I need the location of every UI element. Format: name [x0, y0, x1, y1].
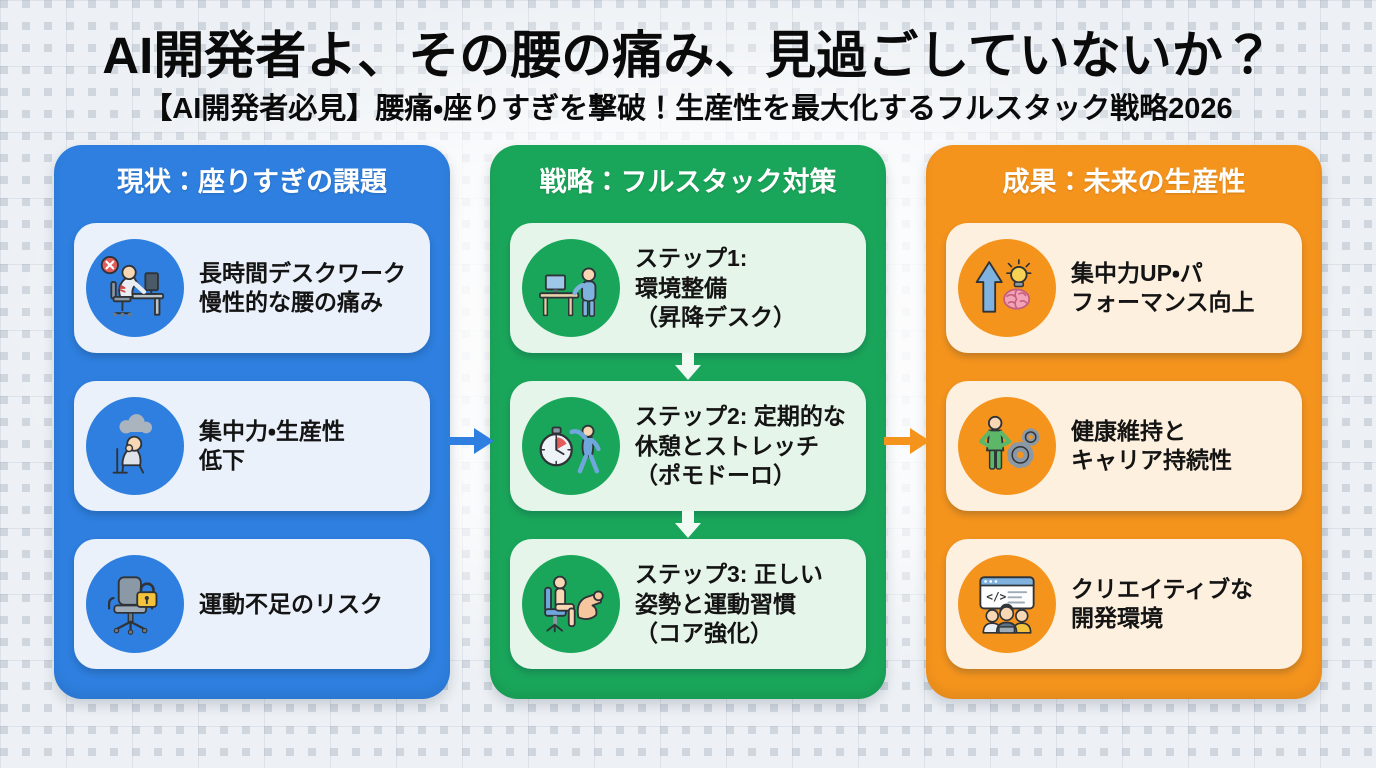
desk-worker-pain-icon — [86, 239, 184, 338]
column-header: 成果：未来の生産性 — [1002, 166, 1246, 197]
fatigue-cloud-icon — [86, 397, 184, 496]
right-arrow-icon-blue — [448, 426, 494, 456]
card-text: 運動不足のリスク — [199, 590, 383, 617]
card-text: ステップ1: 環境整備 （昇降デスク） — [635, 245, 796, 331]
list-item: </> クリエイティブな 開発環境 — [946, 539, 1302, 670]
column-current-problems: 現状：座りすぎの課題 — [54, 144, 450, 699]
down-arrow-icon — [510, 511, 866, 539]
column-header: 戦略：フルスタック対策 — [539, 166, 837, 197]
list-item: 健康維持と キャリア持続性 — [946, 381, 1302, 512]
focus-up-brain-icon — [958, 239, 1056, 338]
down-arrow-icon — [510, 353, 866, 381]
card-text: 健康維持と キャリア持続性 — [1071, 417, 1232, 474]
column-header: 現状：座りすぎの課題 — [117, 166, 387, 197]
card-text: ステップ2: 定期的な 休憩とストレッチ （ポモドーロ） — [635, 403, 846, 489]
page-subtitle: 【AI開発者必見】腰痛・座りすぎを撃破！生産性を最大化するフルスタック戦略202… — [143, 93, 1233, 126]
card-text: 長時間デスクワーク 慢性的な腰の痛み — [199, 259, 406, 316]
three-column-board: 現状：座りすぎの課題 — [54, 144, 1322, 701]
svg-text:</>: </> — [986, 591, 1006, 604]
page-title: AI開発者よ、その腰の痛み、見過ごしていないか？ — [102, 27, 1274, 84]
list-item: ステップ2: 定期的な 休憩とストレッチ （ポモドーロ） — [510, 381, 866, 512]
stopwatch-stretch-icon — [522, 397, 620, 496]
card-text: 集中力UP・パ フォーマンス向上 — [1071, 259, 1255, 316]
standing-desk-icon — [522, 239, 620, 338]
team-code-icon: </> — [958, 555, 1056, 654]
list-item: ステップ3: 正しい 姿勢と運動習慣 （コア強化） — [510, 539, 866, 670]
card-text: ステップ3: 正しい 姿勢と運動習慣 （コア強化） — [635, 561, 823, 647]
chair-lock-icon — [86, 555, 184, 654]
posture-muscle-icon — [522, 555, 620, 654]
list-item: 長時間デスクワーク 慢性的な腰の痛み — [74, 223, 430, 354]
list-item: 運動不足のリスク — [74, 539, 430, 670]
column-strategy: 戦略：フルスタック対策 ステ — [490, 144, 886, 699]
list-item: 集中力・生産性 低下 — [74, 381, 430, 512]
column-outcomes: 成果：未来の生産性 集中力UP・パ フォーマンス向上 — [926, 144, 1322, 699]
card-text: 集中力・生産性 低下 — [199, 417, 345, 474]
health-gears-icon — [958, 397, 1056, 496]
list-item: 集中力UP・パ フォーマンス向上 — [946, 223, 1302, 354]
right-arrow-icon-orange — [884, 426, 930, 456]
card-text: クリエイティブな 開発環境 — [1071, 575, 1254, 632]
list-item: ステップ1: 環境整備 （昇降デスク） — [510, 223, 866, 354]
